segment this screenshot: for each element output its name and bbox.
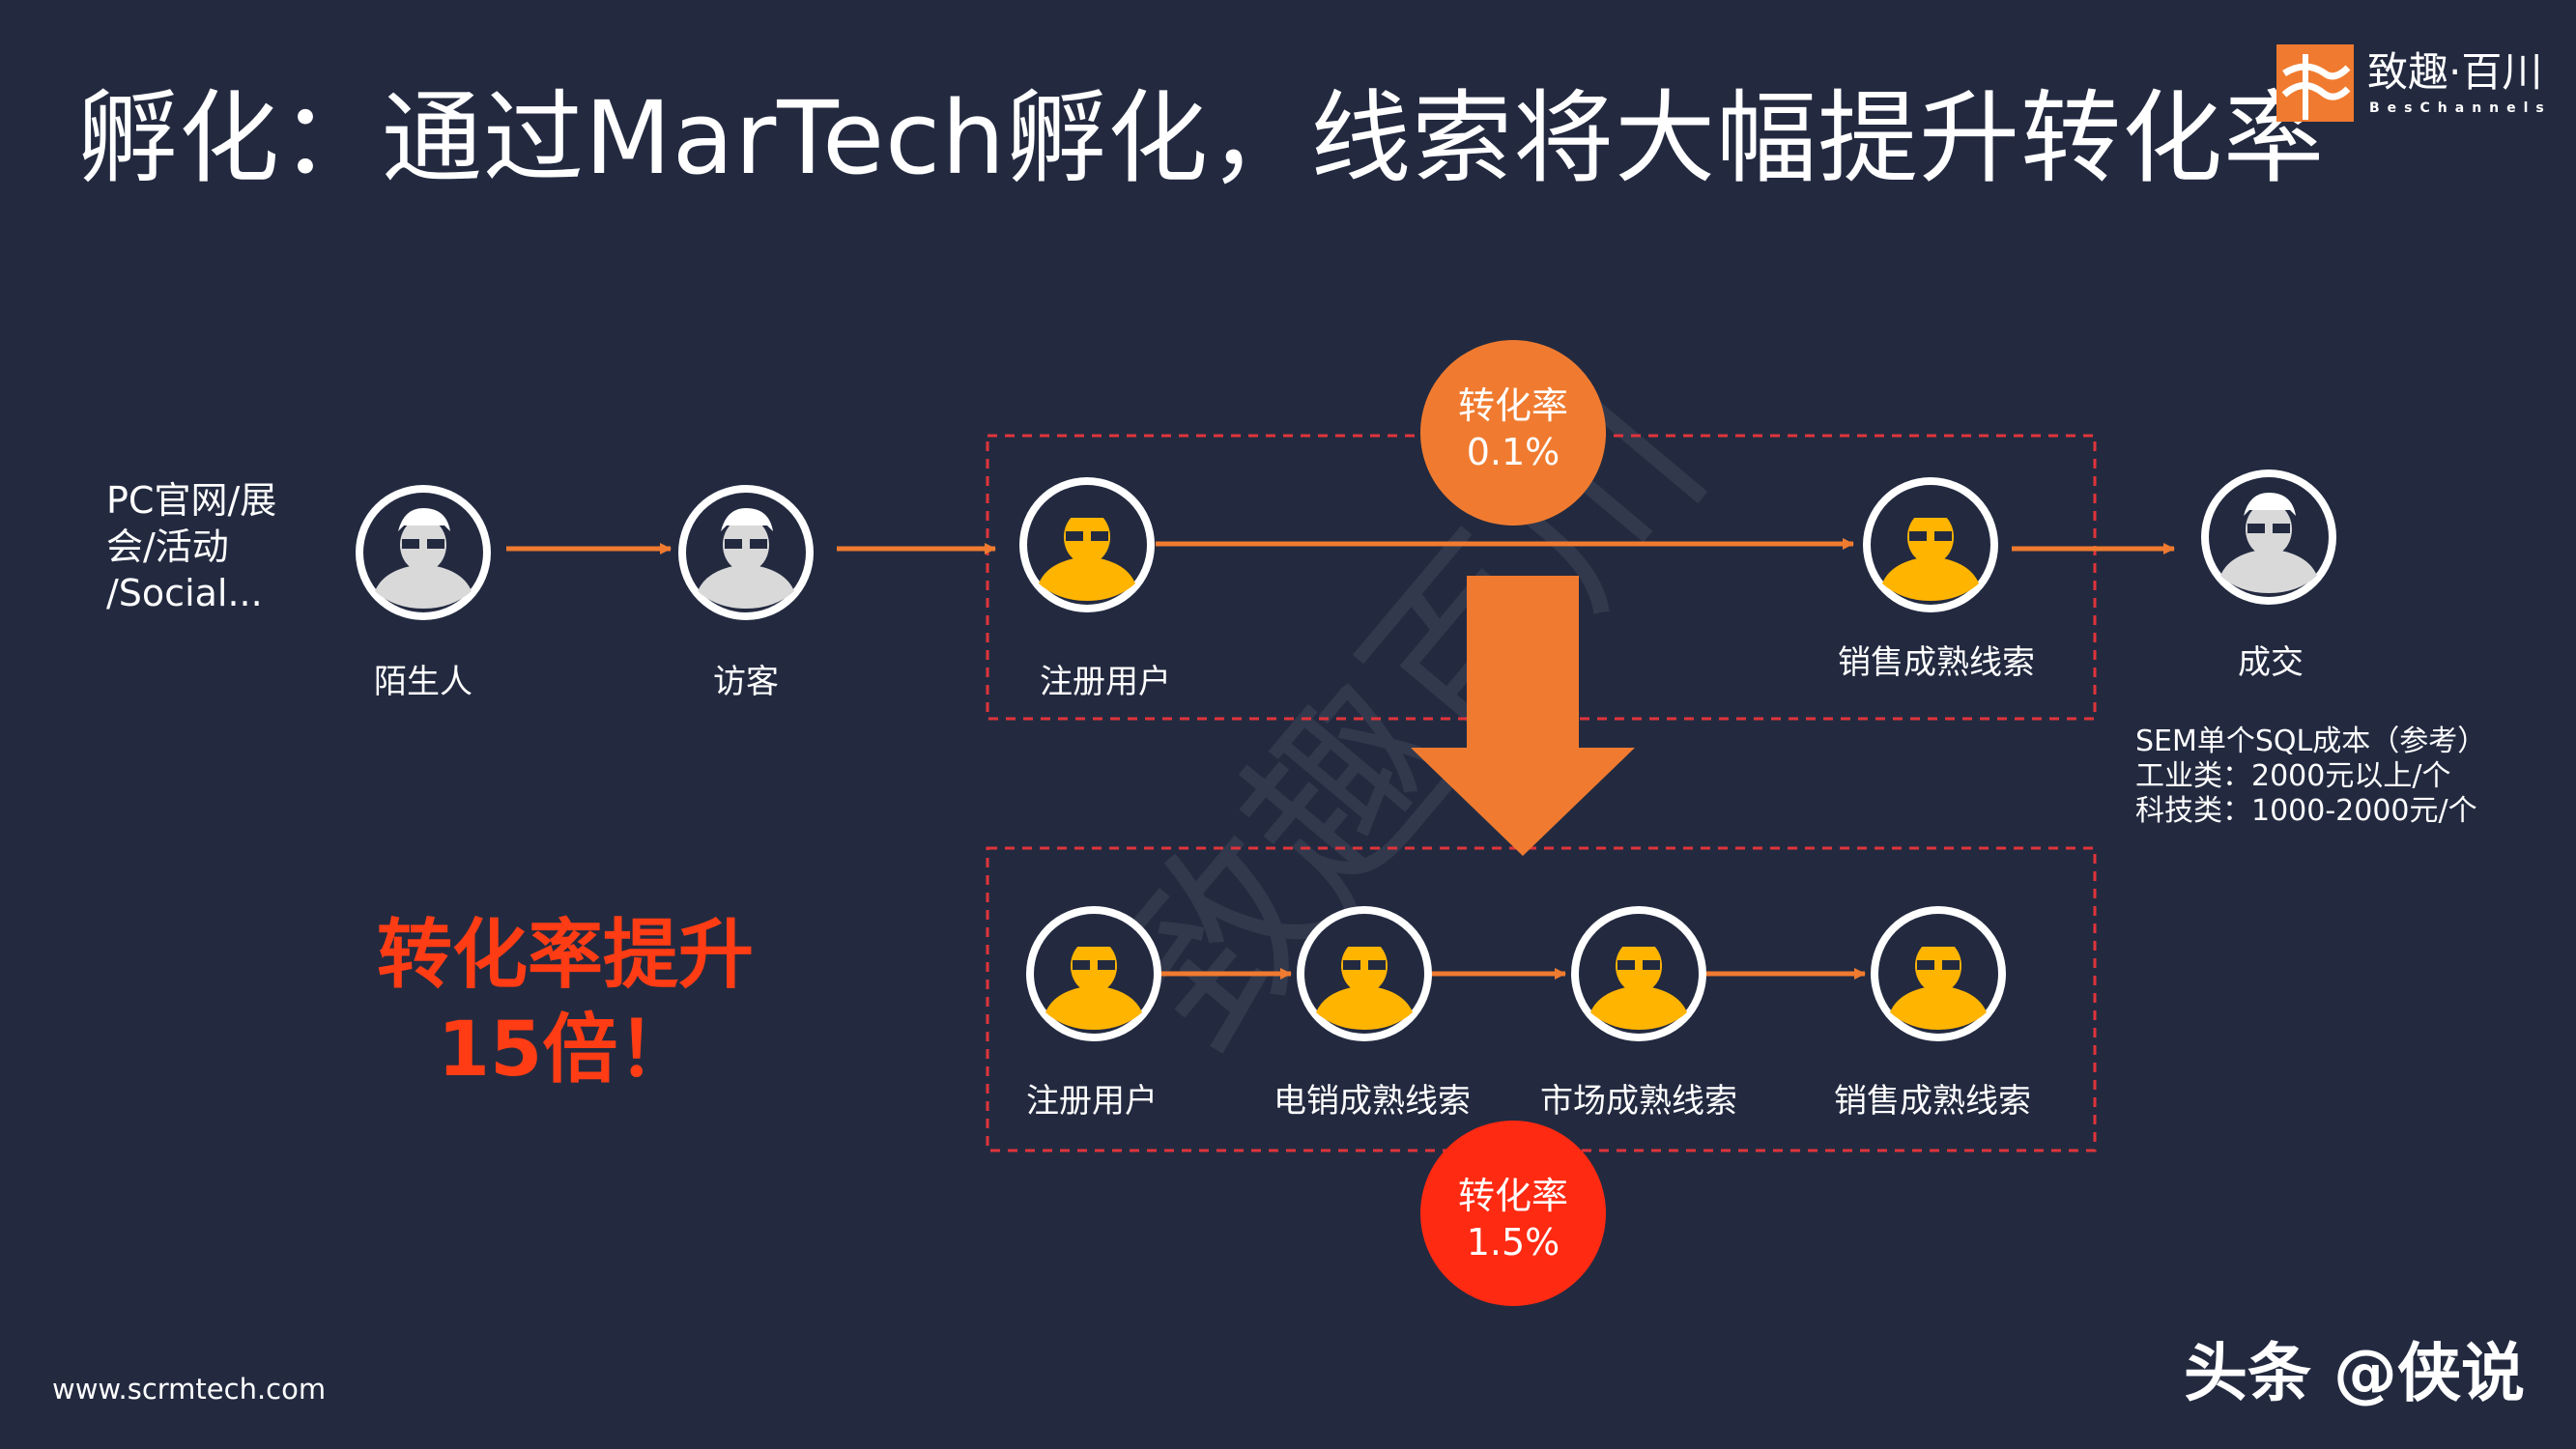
after-rate-value: 1.5% [1466,1221,1560,1264]
node-label-telesales-lead: 电销成熟线索 [1274,1082,1471,1121]
sem-cost-note: SEM单个SQL成本（参考） 工业类：2000元以上/个 科技类：1000-20… [2135,724,2486,829]
node-label-marketing-lead: 市场成熟线索 [1540,1082,1737,1121]
sem-note-title: SEM单个SQL成本（参考） [2135,724,2487,758]
sem-note-tech: 科技类：1000-2000元/个 [2135,794,2477,828]
big-down-arrow-icon [1411,576,1635,856]
after-rate-circle [1420,1121,1606,1306]
platform-watermark: 头条 @侠说 [2184,1336,2525,1410]
node-label-sales-lead-2: 销售成熟线索 [1834,1082,2031,1121]
avatar-telesales-lead-icon [1297,906,1432,1041]
uplift-callout: 转化率提升 15倍！ [319,908,812,1097]
uplift-line-2: 15倍！ [437,1007,694,1094]
logo-text-en: BesChannels [2369,100,2552,116]
uplift-line-1: 转化率提升 [376,912,754,999]
before-rate-value: 0.1% [1466,431,1560,473]
after-highlight-box [986,846,2097,1152]
after-rate-title: 转化率 [1457,1175,1568,1217]
brand-logo [2276,44,2354,122]
avatar-deal-icon [2201,469,2336,605]
avatar-marketing-lead-icon [1571,906,1706,1041]
page-title: 孵化：通过MarTech孵化，线索将大幅提升转化率 [77,79,2326,197]
before-rate-circle [1420,340,1606,526]
logo-mark-icon [2276,44,2354,122]
avatar-visitor-icon [678,485,814,620]
avatar-registered-2-icon [1026,906,1161,1041]
website-url: www.scrmtech.com [52,1373,327,1406]
node-label-deal: 成交 [2238,643,2304,682]
sem-note-industrial: 工业类：2000元以上/个 [2135,759,2451,793]
node-label-visitor: 访客 [713,663,779,701]
avatar-sales-lead-icon [1863,477,1998,612]
logo-text-cn: 致趣·百川 [2367,48,2543,96]
before-rate-title: 转化率 [1457,384,1568,427]
avatar-sales-lead-2-icon [1871,906,2006,1041]
avatar-stranger-icon [356,485,491,620]
node-label-registered: 注册用户 [1040,663,1171,701]
traffic-source-label: PC官网/展 会/活动 /Social... [106,479,277,614]
node-label-sales-lead: 销售成熟线索 [1838,643,2035,682]
node-label-registered-2: 注册用户 [1026,1082,1158,1121]
node-label-stranger: 陌生人 [374,663,472,701]
avatar-registered-icon [1019,477,1155,612]
